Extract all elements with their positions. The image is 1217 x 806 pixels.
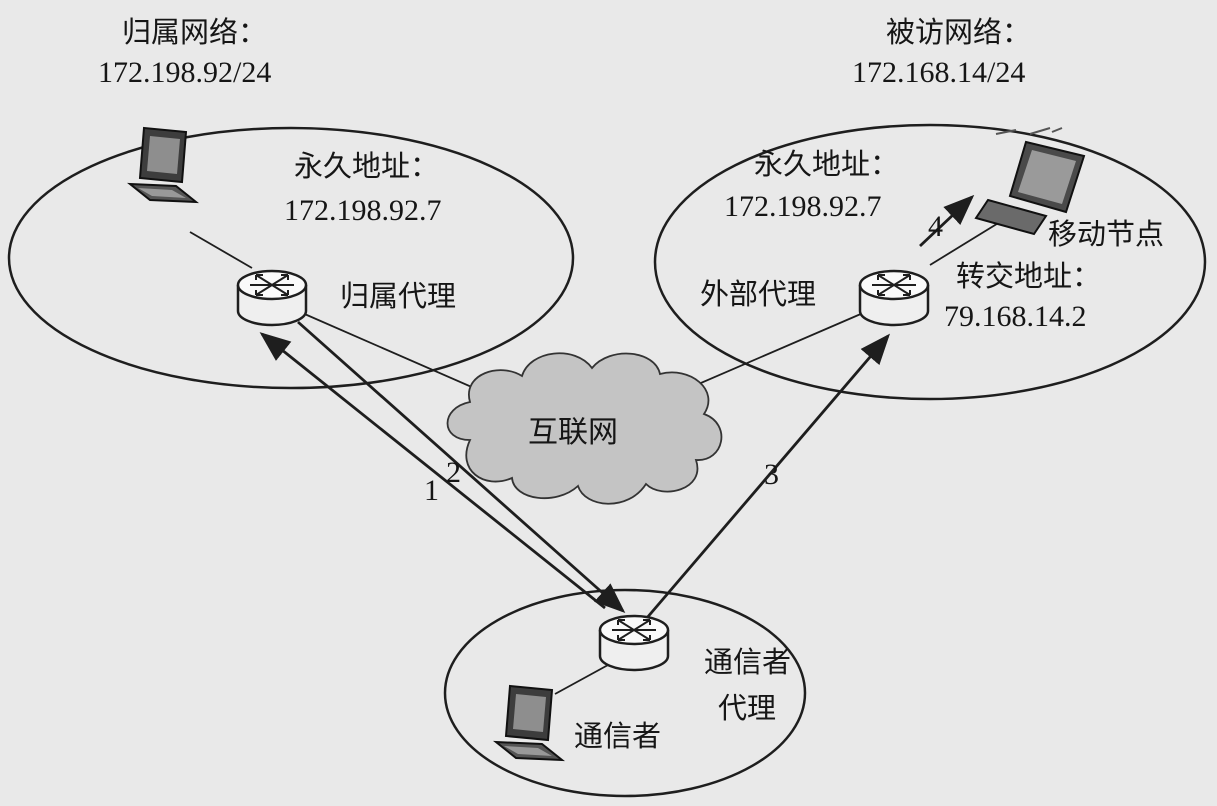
step-label-4: 4 (928, 210, 943, 243)
correspondent-agent-label-line2: 代理 (718, 691, 777, 725)
home-host-link (189, 231, 253, 269)
visited-permanent-address-title: 永久地址： (754, 147, 900, 181)
step-label-3: 3 (764, 458, 779, 491)
home-permanent-address-title: 永久地址： (294, 149, 440, 183)
care-of-address-value: 79.168.14.2 (944, 300, 1087, 333)
correspondent-host-label: 通信者 (574, 719, 662, 753)
message-arrow-2 (297, 320, 626, 614)
foreign-agent-to-internet-line (679, 309, 871, 393)
care-of-address-title: 转交地址： (956, 259, 1102, 293)
visited-network-title: 被访网络： (886, 15, 1032, 49)
home-network-subnet: 172.198.92/24 (98, 56, 272, 89)
correspondent-agent-router-icon (598, 614, 670, 672)
message-arrow-4 (919, 194, 975, 248)
visited-network-subnet: 172.168.14/24 (852, 56, 1026, 89)
foreign-agent-label: 外部代理 (700, 277, 817, 311)
internet-cloud (446, 352, 723, 505)
correspondent-computer-icon (495, 685, 563, 761)
home-network-title: 归属网络： (122, 15, 268, 49)
mobile-node-label: 移动节点 (1048, 217, 1165, 251)
correspondent-agent-label-line1: 通信者 (704, 645, 792, 679)
home-permanent-address-value: 172.198.92.7 (284, 194, 442, 227)
foreign-agent-router-icon (858, 269, 930, 327)
mobile-node-link (929, 221, 1001, 266)
step-label-2: 2 (446, 456, 461, 489)
home-agent-label: 归属代理 (340, 279, 457, 313)
visited-permanent-address-value: 172.198.92.7 (724, 190, 882, 223)
home-network-boundary (7, 126, 575, 390)
message-arrow-3 (638, 333, 891, 627)
correspondent-host-link (554, 664, 609, 695)
mobile-node-laptop-icon (974, 127, 1086, 236)
message-arrow-1 (259, 332, 606, 610)
visited-network-boundary (653, 123, 1207, 401)
internet-label: 互联网 (528, 415, 618, 450)
home-agent-router-icon (236, 269, 308, 327)
home-agent-to-internet-line (299, 311, 491, 396)
step-label-1: 1 (424, 474, 439, 507)
home-host-computer-icon (129, 127, 197, 203)
